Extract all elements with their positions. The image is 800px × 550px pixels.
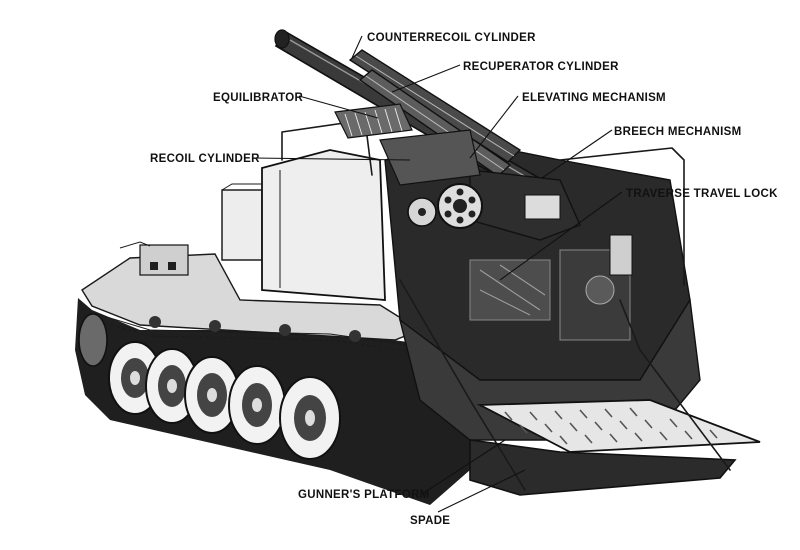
road-wheel bbox=[228, 365, 286, 445]
cradle bbox=[379, 129, 481, 186]
label-recoil-cylinder: RECOIL CYLINDER bbox=[150, 153, 260, 165]
callouts: COUNTERRECOIL CYLINDER RECUPERATOR CYLIN… bbox=[150, 32, 778, 527]
spade-shape bbox=[399, 279, 737, 496]
road-wheels bbox=[78, 313, 341, 460]
label-gunners-platform: GUNNER'S PLATFORM bbox=[298, 489, 430, 501]
road-wheel bbox=[279, 376, 341, 460]
vehicle-illustration bbox=[75, 29, 761, 505]
label-elevating-mechanism: ELEVATING MECHANISM bbox=[522, 92, 666, 104]
label-equilibrator: EQUILIBRATOR bbox=[213, 92, 303, 104]
leader-lines bbox=[253, 35, 623, 513]
engine-deck-fittings bbox=[119, 241, 189, 276]
label-breech-mechanism: BREECH MECHANISM bbox=[614, 126, 741, 138]
interior-machinery bbox=[469, 234, 633, 341]
guard-rail bbox=[281, 119, 685, 286]
label-spade: SPADE bbox=[410, 515, 450, 527]
elevating-handwheel bbox=[437, 183, 483, 229]
label-counterrecoil-cylinder: COUNTERRECOIL CYLINDER bbox=[367, 32, 536, 44]
equilibrator-spring bbox=[334, 103, 413, 139]
label-recuperator-cylinder: RECUPERATOR CYLINDER bbox=[463, 61, 619, 73]
traverse-handwheel bbox=[407, 197, 437, 227]
road-wheel bbox=[184, 356, 240, 434]
idler-wheel bbox=[78, 313, 108, 367]
track-links bbox=[87, 311, 431, 355]
stowage-box bbox=[221, 183, 272, 261]
side-armor-plate bbox=[261, 149, 386, 301]
label-traverse-travel-lock: TRAVERSE TRAVEL LOCK bbox=[626, 188, 778, 200]
return-rollers bbox=[149, 316, 361, 342]
gunners-platform-shape bbox=[476, 399, 761, 453]
